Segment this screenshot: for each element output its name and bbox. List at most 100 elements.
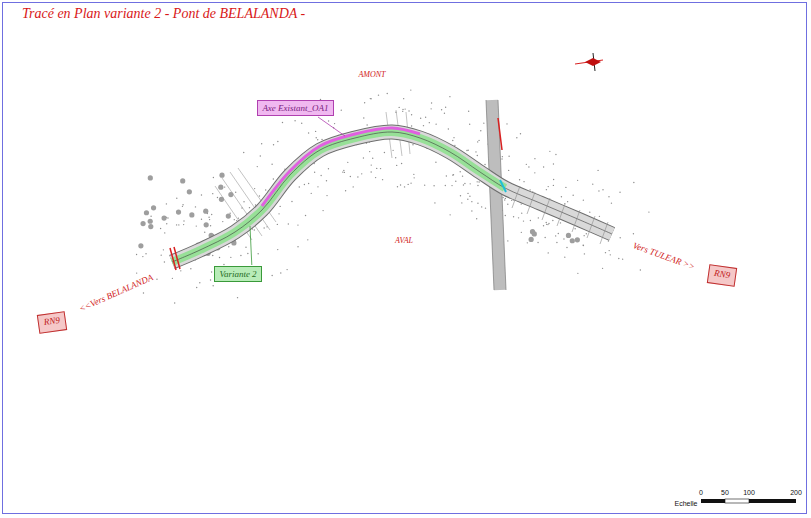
terrain-point [372,158,373,159]
terrain-point [204,231,205,232]
tree-symbol [176,209,181,214]
terrain-point [297,224,298,225]
tree-symbol [151,205,156,210]
terrain-point [574,228,575,229]
terrain-point [553,185,554,186]
tree-symbol [148,175,153,180]
terrain-point [208,216,209,217]
terrain-point [260,155,261,156]
terrain-point [259,195,260,196]
terrain-point [477,141,478,142]
terrain-point [449,214,450,215]
terrain-point [209,219,210,220]
terrain-point [425,116,426,117]
terrain-point [328,120,329,121]
terrain-point [508,170,509,171]
terrain-point [476,181,477,182]
terrain-point [166,223,167,224]
tree-symbol [228,192,233,197]
terrain-point [521,232,522,233]
terrain-point [254,229,255,230]
terrain-point [602,189,603,190]
terrain-point [211,271,212,272]
terrain-point [534,172,535,173]
tree-symbol [148,219,153,224]
terrain-point [224,186,225,187]
terrain-point [397,186,398,187]
terrain-point [376,168,377,169]
terrain-point [555,235,556,236]
terrain-point [150,216,151,217]
terrain-point [291,201,292,202]
terrain-point [537,242,538,243]
terrain-point [320,175,321,176]
terrain-point [400,184,401,185]
terrain-point [163,249,164,250]
terrain-point [183,224,184,225]
tree-symbol [148,224,153,229]
terrain-point [507,204,508,205]
terrain-point [483,122,484,123]
terrain-point [278,213,279,214]
terrain-point [404,108,405,109]
terrain-point [552,220,553,221]
leader-line [250,226,252,265]
leader-line [318,117,345,136]
terrain-point [411,125,412,126]
terrain-point [577,273,578,274]
terrain-point [548,252,549,253]
terrain-point [282,122,283,123]
terrain-point [461,202,462,203]
tree-symbol [180,178,185,183]
terrain-point [546,189,547,190]
terrain-point [288,223,289,224]
terrain-point [555,154,556,155]
markers [170,118,506,270]
terrain-point [212,255,213,256]
terrain-point [444,113,445,114]
terrain-point [410,182,411,183]
terrain-point [521,212,522,213]
terrain-point [435,123,436,124]
terrain-point [334,123,335,124]
terrain-point [217,197,218,198]
terrain-point [469,124,470,125]
terrain-point [543,166,544,167]
terrain-point [477,203,478,204]
terrain-point [257,166,258,167]
terrain-point [228,246,229,247]
terrain-point [527,242,528,243]
terrain-point [598,190,599,191]
terrain-point [254,188,255,189]
tree-symbol [203,209,208,214]
tree-symbol [532,231,537,236]
terrain-point [454,145,455,146]
terrain-point [469,183,470,184]
terrain-point [520,133,521,134]
terrain-point [583,235,584,236]
variant-band [172,132,505,262]
terrain-point [236,220,237,221]
terrain-point [378,94,379,95]
terrain-point [305,215,306,216]
terrain-point [314,172,315,173]
terrain-point [412,144,413,145]
terrain-point [167,217,168,218]
terrain-point [413,177,414,178]
terrain-point [471,210,472,211]
terrain-point [342,171,343,172]
tree-symbol [189,212,194,217]
terrain-point [452,140,453,141]
terrain-point [544,237,545,238]
label-text: Axe Existant_OA1 [262,103,329,114]
terrain-point [384,152,385,153]
terrain-points [136,89,650,303]
terrain-point [222,221,223,222]
terrain-point [261,143,262,144]
terrain-point [353,186,354,187]
terrain-point [161,254,162,255]
terrain-point [271,164,272,165]
terrain-point [583,245,584,246]
terrain-point [182,206,183,207]
terrain-point [380,168,381,169]
